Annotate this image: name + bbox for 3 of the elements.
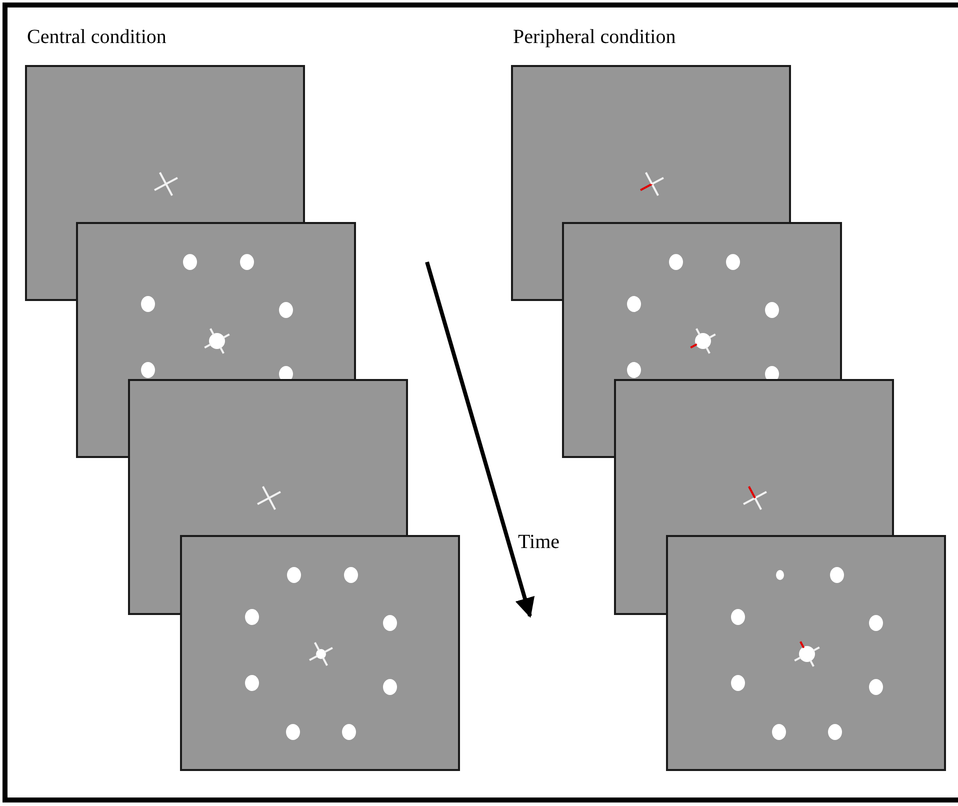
panel-heading: Central condition — [27, 27, 166, 47]
panel-heading: Peripheral condition — [513, 27, 676, 47]
axis-label: Time — [518, 532, 560, 552]
